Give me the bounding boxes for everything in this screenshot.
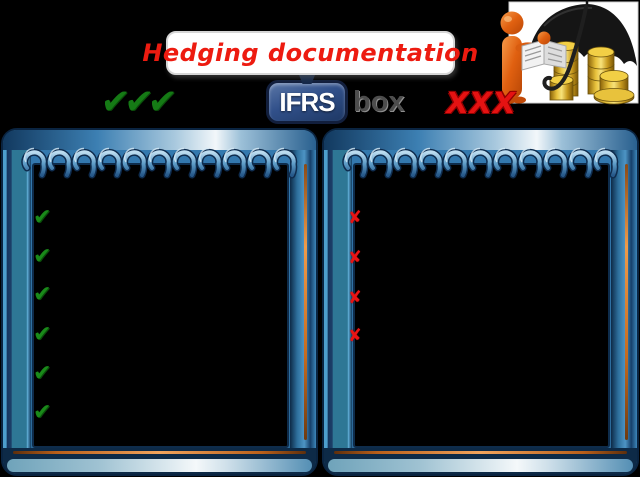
cross-bullet-icon: ✘: [346, 247, 364, 269]
umbrella-handle-icon: [542, 5, 588, 91]
panel-right-frame-edge: [611, 148, 637, 450]
cross-bullet-icon: ✘: [346, 287, 364, 309]
panel-page-area: [353, 163, 610, 448]
bottom-shine-bar: [7, 459, 312, 472]
check-bullet-icon: ✔: [33, 282, 52, 307]
orange-accent-line: [334, 451, 627, 454]
panel-left-frame-edge: [324, 148, 352, 450]
panel-right-frame-edge: [290, 148, 316, 450]
panel-left-frame-edge: [3, 148, 31, 450]
check-bullet-icon: ✔: [33, 400, 52, 425]
check-bullet-icon: ✔: [33, 361, 52, 386]
ifrsbox-logo: IFRS box: [266, 75, 405, 124]
bottom-shine-bar: [328, 459, 633, 472]
crossmarks-header-icon: XXX: [443, 86, 520, 120]
cross-bullet-icon: ✘: [346, 207, 364, 229]
panel-bottom-frame: [324, 448, 637, 474]
spiral-binding: [344, 132, 620, 180]
panel-bottom-frame: [3, 448, 316, 474]
cross-bullet-icon: ✘: [346, 325, 364, 347]
orange-accent-stripe: [625, 164, 628, 440]
check-bullet-icon: ✔: [33, 205, 52, 230]
panel-top-frame: [324, 130, 637, 150]
umbrella-highlight: [543, 6, 593, 27]
checklist-panel-fail: ✘ ✘ ✘ ✘: [322, 128, 639, 476]
checklist-panel-pass: ✔ ✔ ✔ ✔ ✔ ✔: [1, 128, 318, 476]
spiral-binding: [23, 132, 299, 180]
umbrella-coins-clipart: [500, 0, 639, 105]
title-banner: Hedging documentation: [142, 31, 478, 75]
orange-accent-stripe: [304, 164, 307, 440]
checkmarks-header-icon: ✔✔✔: [98, 82, 174, 122]
slide-title: Hedging documentation: [142, 39, 479, 67]
check-bullet-icon: ✔: [33, 244, 52, 269]
logo-box-text: box: [353, 85, 405, 118]
tv-icon: IFRS: [266, 75, 348, 124]
antenna-icon: [299, 75, 315, 84]
check-bullet-icon: ✔: [33, 322, 52, 347]
panel-top-frame: [3, 130, 316, 150]
panel-page-area: [32, 163, 289, 448]
logo-ifrs-text: IFRS: [279, 86, 335, 117]
orange-accent-line: [13, 451, 306, 454]
newspaper-icon: [521, 31, 567, 71]
